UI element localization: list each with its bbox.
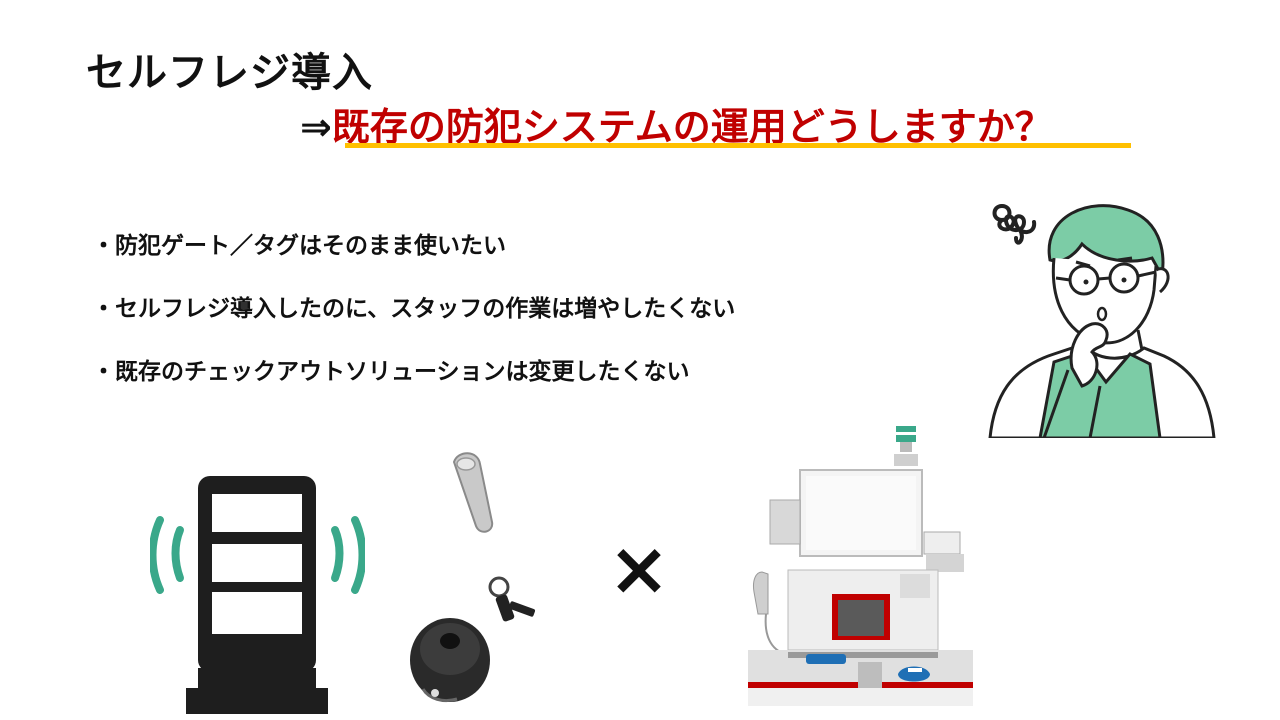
bullet-item: ・既存のチェックアウトソリューションは変更したくない	[92, 359, 690, 385]
times-symbol: ×	[608, 526, 671, 612]
security-tag-pencil-icon	[452, 452, 494, 533]
self-checkout-machine-icon	[748, 426, 973, 706]
title-arrow: ⇒	[300, 105, 332, 149]
bullet-item: ・防犯ゲート／タグはそのまま使いたい	[92, 233, 506, 259]
bullet-list: ・防犯ゲート／タグはそのまま使いたい ・セルフレジ導入したのに、スタッフの作業は…	[92, 226, 735, 415]
title-question: 既存の防犯システムの運用どうしますか？	[331, 105, 1053, 149]
tag-release-key-icon	[488, 576, 536, 622]
bullet-item: ・セルフレジ導入したのに、スタッフの作業は増やしたくない	[92, 296, 736, 322]
title-underline	[345, 143, 1131, 148]
worried-staff-illustration	[988, 203, 1216, 438]
security-tag-round-icon	[410, 618, 490, 703]
slide-title-line-1: セルフレジ導入	[86, 50, 373, 96]
slide-title-line-2: ⇒既存の防犯システムの運用どうしますか？	[300, 96, 1053, 151]
security-gate-icon	[150, 476, 365, 714]
